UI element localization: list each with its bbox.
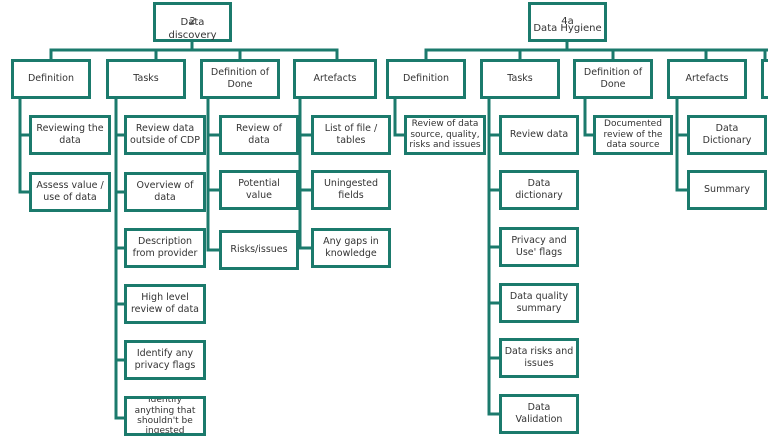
right-header-definition-of-done: Definition of Done	[573, 59, 653, 99]
left-task-item: Identify anything that shouldn't be inge…	[124, 396, 206, 436]
right-task-item: Data risks and issues	[499, 338, 579, 378]
right-header-partial	[761, 59, 768, 99]
left-dod-item: Potential value	[219, 170, 299, 210]
left-root-title: Data discovery	[168, 17, 217, 41]
left-task-item: Identify any privacy flags	[124, 340, 206, 380]
left-definition-item: Reviewing the data	[29, 115, 111, 155]
right-artefact-item: Data Dictionary	[687, 115, 767, 155]
left-task-item: High level review of data	[124, 284, 206, 324]
right-task-item: Data Validation	[499, 394, 579, 434]
left-task-item: Review data outside of CDP	[124, 115, 206, 155]
right-header-tasks: Tasks	[480, 59, 560, 99]
right-definition-item: Review of data source, quality, risks an…	[404, 115, 486, 155]
left-dod-item: Risks/issues	[219, 230, 299, 270]
left-root-number: 2	[189, 15, 196, 27]
left-header-definition: Definition	[11, 59, 91, 99]
right-task-item: Data quality summary	[499, 283, 579, 323]
left-dod-item: Review of data	[219, 115, 299, 155]
left-root-title-wrap: Data discovery	[153, 2, 232, 42]
left-root-node: 2	[153, 2, 232, 42]
right-task-item: Review data	[499, 115, 579, 155]
left-task-item: Overview of data	[124, 172, 206, 212]
left-task-item: Description from provider	[124, 228, 206, 268]
left-header-definition-of-done: Definition of Done	[200, 59, 280, 99]
right-artefact-item: Summary	[687, 170, 767, 210]
left-header-artefacts: Artefacts	[293, 59, 377, 99]
right-root-title: Data Hygiene	[533, 23, 602, 35]
right-task-item: Privacy and Use' flags	[499, 227, 579, 267]
left-header-tasks: Tasks	[106, 59, 186, 99]
right-root-node: 4a	[528, 2, 607, 42]
left-artefact-item: List of file / tables	[311, 115, 391, 155]
right-root-number: 4a	[561, 15, 574, 27]
right-header-definition: Definition	[386, 59, 466, 99]
left-artefact-item: Uningested fields	[311, 170, 391, 210]
right-root-title-wrap: Data Hygiene	[528, 2, 607, 42]
right-header-artefacts: Artefacts	[667, 59, 747, 99]
right-task-item: Data dictionary	[499, 170, 579, 210]
left-artefact-item: Any gaps in knowledge	[311, 228, 391, 268]
right-dod-item: Documented review of the data source	[593, 115, 673, 155]
left-definition-item: Assess value / use of data	[29, 172, 111, 212]
